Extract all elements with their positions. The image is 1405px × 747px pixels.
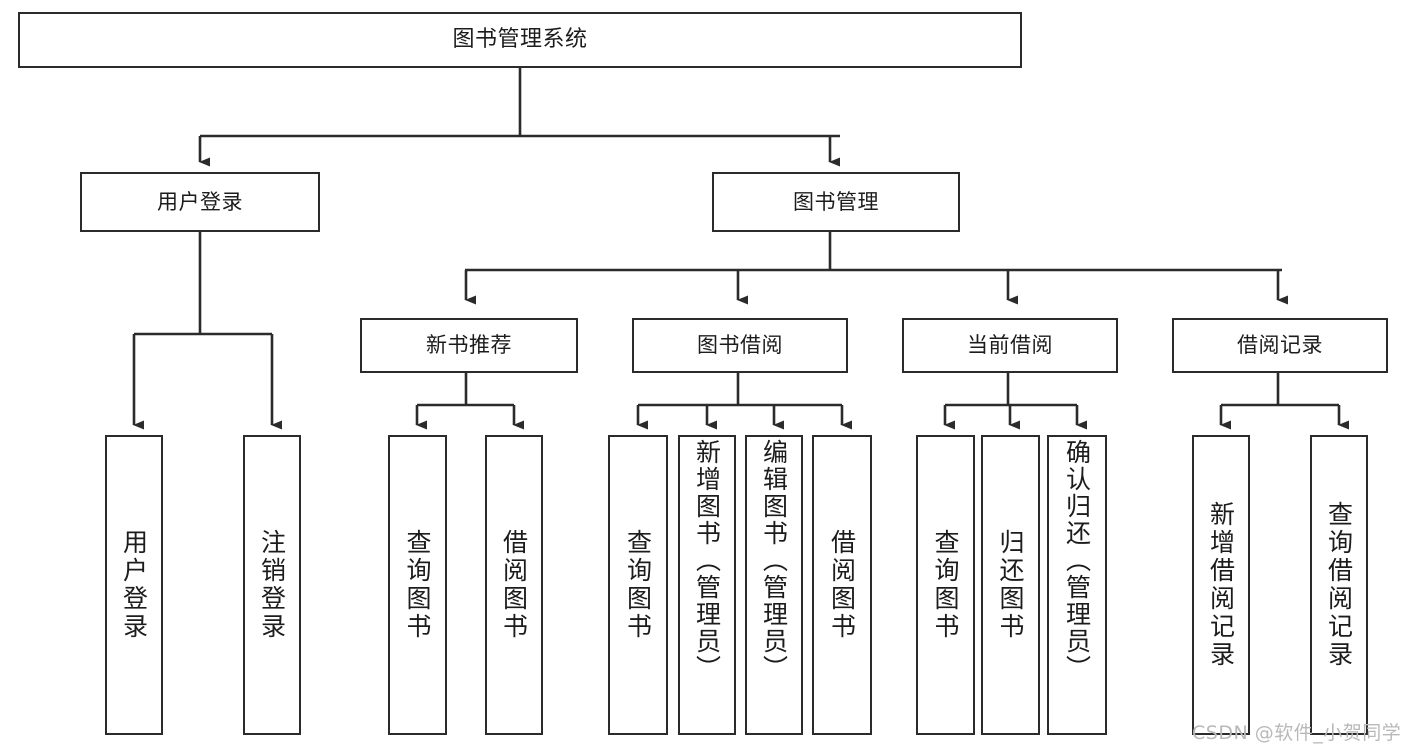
node-leaf-logout[interactable]: 注销登录 — [243, 435, 301, 735]
node-leaf-edit-book-admin[interactable]: 编辑图书（管理员） — [745, 435, 803, 735]
node-borrow-record[interactable]: 借阅记录 — [1172, 318, 1388, 373]
node-leaf-confirm-return-label: 确认归还（管理员） — [1062, 439, 1092, 682]
node-leaf-query-book-2[interactable]: 查询图书 — [608, 435, 668, 735]
node-leaf-add-book-admin-label: 新增图书（管理员） — [692, 439, 722, 682]
node-current-borrow[interactable]: 当前借阅 — [902, 318, 1118, 373]
node-leaf-add-book-admin[interactable]: 新增图书（管理员） — [678, 435, 736, 735]
node-leaf-user-login-label: 用户登录 — [119, 529, 149, 641]
node-leaf-edit-book-admin-label: 编辑图书（管理员） — [759, 439, 789, 682]
node-leaf-query-record-label: 查询借阅记录 — [1324, 501, 1354, 669]
node-leaf-borrow-book-1[interactable]: 借阅图书 — [485, 435, 543, 735]
node-book-borrow[interactable]: 图书借阅 — [632, 318, 848, 373]
node-borrow-record-label: 借阅记录 — [1237, 333, 1323, 358]
node-leaf-query-record[interactable]: 查询借阅记录 — [1310, 435, 1368, 735]
node-leaf-query-book-1-label: 查询图书 — [403, 529, 432, 641]
node-leaf-add-record-label: 新增借阅记录 — [1206, 501, 1236, 669]
node-leaf-query-book-1[interactable]: 查询图书 — [388, 435, 447, 735]
node-leaf-add-record[interactable]: 新增借阅记录 — [1192, 435, 1250, 735]
node-book-borrow-label: 图书借阅 — [697, 333, 783, 358]
node-leaf-borrow-book-1-label: 借阅图书 — [499, 529, 529, 641]
node-user-login[interactable]: 用户登录 — [80, 172, 320, 232]
node-book-management-label: 图书管理 — [793, 189, 879, 214]
node-book-management[interactable]: 图书管理 — [712, 172, 960, 232]
node-current-borrow-label: 当前借阅 — [967, 333, 1053, 358]
node-leaf-confirm-return[interactable]: 确认归还（管理员） — [1047, 435, 1107, 735]
node-root[interactable]: 图书管理系统 — [18, 12, 1022, 68]
node-root-label: 图书管理系统 — [452, 27, 588, 53]
node-leaf-query-book-3-label: 查询图书 — [931, 529, 960, 641]
node-leaf-return-book[interactable]: 归还图书 — [981, 435, 1040, 735]
node-new-book-recommend[interactable]: 新书推荐 — [360, 318, 578, 373]
node-user-login-label: 用户登录 — [157, 189, 243, 214]
node-leaf-borrow-book-2[interactable]: 借阅图书 — [812, 435, 872, 735]
node-leaf-query-book-2-label: 查询图书 — [623, 529, 653, 641]
node-leaf-logout-label: 注销登录 — [257, 529, 287, 641]
node-leaf-query-book-3[interactable]: 查询图书 — [916, 435, 975, 735]
node-leaf-user-login[interactable]: 用户登录 — [105, 435, 163, 735]
csdn-watermark: CSDN @软件_小贺同学 — [1192, 722, 1402, 744]
node-leaf-borrow-book-2-label: 借阅图书 — [827, 529, 857, 641]
node-new-book-recommend-label: 新书推荐 — [426, 333, 512, 358]
node-leaf-return-book-label: 归还图书 — [996, 529, 1025, 641]
